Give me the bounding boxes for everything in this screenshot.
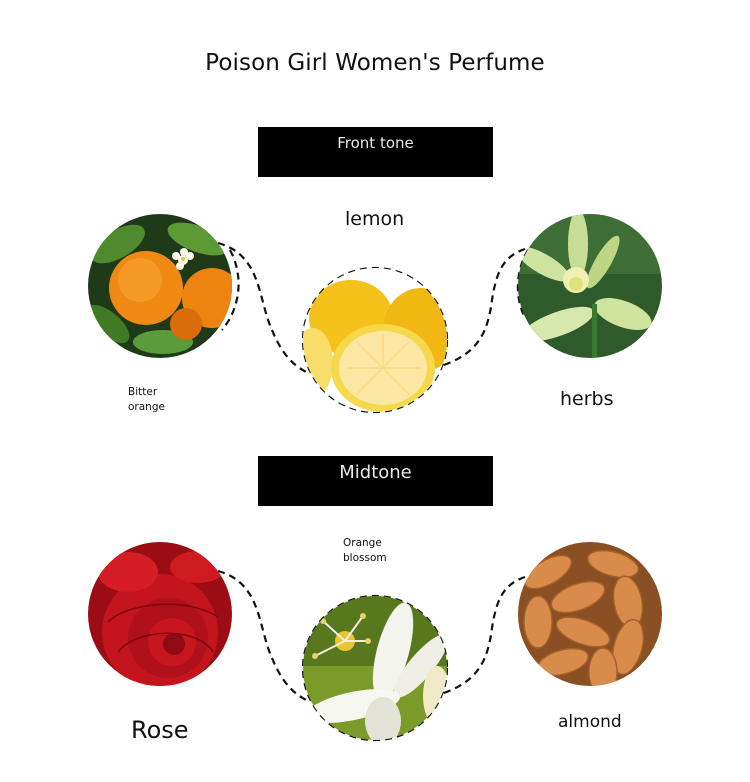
label-line: orange: [128, 401, 165, 413]
rose-image: [88, 542, 232, 686]
rose-label: Rose: [131, 716, 189, 744]
bitter-orange-image: [88, 214, 232, 358]
page-title: Poison Girl Women's Perfume: [205, 50, 545, 76]
lemon-label: lemon: [345, 208, 405, 230]
label-line: Bitter: [128, 386, 158, 398]
herbs-image: [518, 214, 662, 358]
label-line: Orange: [343, 537, 382, 549]
herbs-label: herbs: [560, 388, 614, 410]
bitter-orange-label: Bitter orange: [128, 385, 165, 415]
almond-label: almond: [558, 712, 622, 732]
midtone-heading: Midtone: [258, 456, 493, 506]
almond-image: [518, 542, 662, 686]
orange-blossom-image: [303, 596, 447, 740]
front-tone-heading: Front tone: [258, 127, 493, 177]
lemon-image: [303, 268, 447, 412]
orange-blossom-label: Orange blossom: [343, 536, 387, 566]
label-line: blossom: [343, 552, 387, 564]
